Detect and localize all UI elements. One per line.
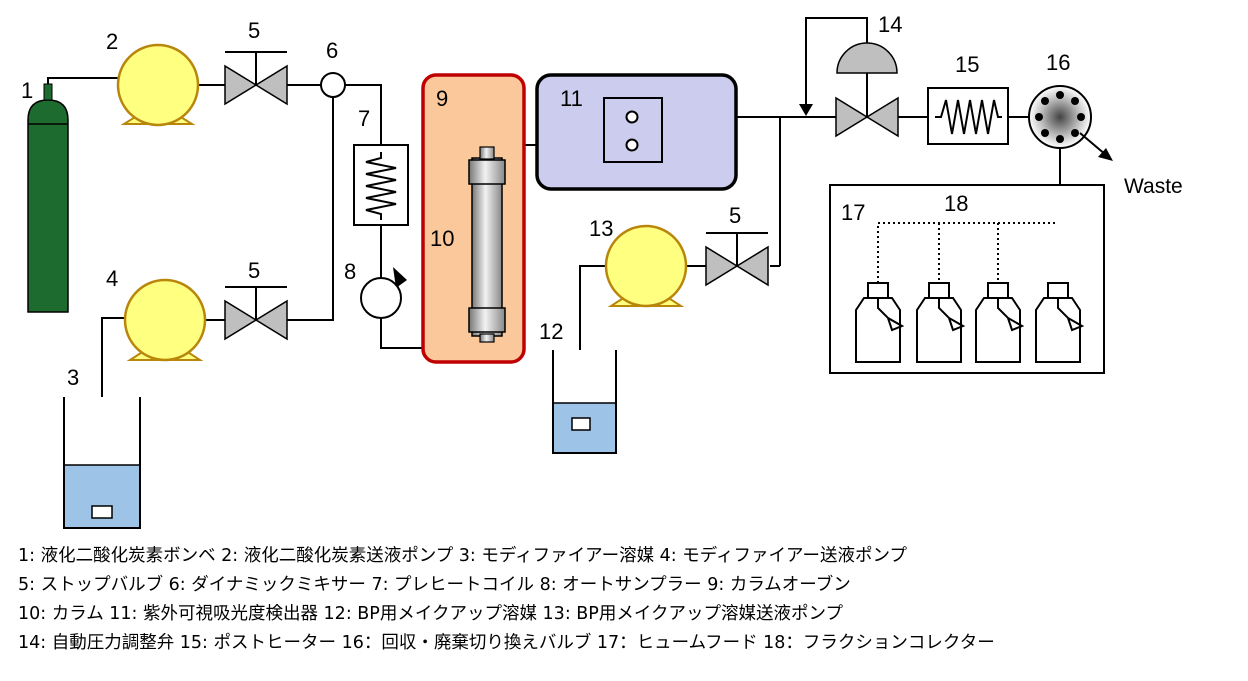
collection-bottle-icon (855, 282, 905, 363)
label-8: 8 (344, 259, 356, 284)
co2-pump-icon (116, 43, 200, 127)
legend-line-4: 14: 自動圧力調整弁 15: ポストヒーター 16：回収・廃棄切り換えバルブ … (18, 633, 995, 653)
dynamic-mixer-icon (320, 72, 346, 98)
label-5b: 5 (248, 258, 260, 283)
label-4: 4 (106, 266, 118, 291)
post-heater-icon (927, 87, 1009, 145)
legend-line-2: 5: ストップバルブ 6: ダイナミックミキサー 7: プレヒートコイル 8: … (18, 575, 851, 595)
fraction-collector (855, 282, 1085, 363)
waste-label: Waste (1124, 175, 1183, 198)
uv-detector (535, 73, 738, 191)
back-pressure-regulator-icon (835, 42, 899, 138)
label-17: 17 (841, 200, 865, 225)
modifier-reservoir (63, 397, 141, 529)
column-icon (468, 146, 506, 343)
legend: 1: 液化二酸化炭素ボンベ 2: 液化二酸化炭素送液ポンプ 3: モディファイア… (18, 542, 995, 658)
component-numbers: 1 2 5 6 7 9 10 8 4 5 3 11 13 5 12 14 15 … (21, 12, 1183, 390)
label-3: 3 (67, 365, 79, 390)
co2-cylinder (27, 83, 69, 313)
preheat-coil-icon (353, 144, 409, 226)
label-14: 14 (878, 12, 902, 37)
collection-bottle-icon (975, 282, 1025, 363)
flow-diagram: 1 2 5 6 7 9 10 8 4 5 3 11 13 5 12 14 15 … (21, 12, 1183, 529)
label-18: 18 (944, 191, 968, 216)
label-2: 2 (106, 29, 118, 54)
label-13: 13 (589, 216, 613, 241)
stop-valve-1-icon (224, 51, 288, 106)
label-1: 1 (21, 78, 33, 103)
stop-valve-2-icon (224, 286, 288, 341)
label-12: 12 (539, 319, 563, 344)
legend-line-1: 1: 液化二酸化炭素ボンベ 2: 液化二酸化炭素送液ポンプ 3: モディファイア… (18, 546, 907, 566)
collection-bottle-icon (916, 282, 966, 363)
waste-arrow-icon (1079, 132, 1113, 161)
label-10: 10 (430, 226, 454, 251)
label-7: 7 (358, 106, 370, 131)
switching-valve-icon (1028, 85, 1092, 149)
label-5a: 5 (248, 18, 260, 43)
label-6: 6 (326, 38, 338, 63)
flow-arrow-icon (799, 104, 813, 116)
autosampler-icon (360, 267, 407, 319)
makeup-pump-icon (604, 224, 688, 308)
modifier-pump-icon (123, 278, 207, 362)
legend-line-3: 10: カラム 11: 紫外可視吸光度検出器 12: BP用メイクアップ溶媒 1… (18, 604, 843, 624)
label-15: 15 (955, 52, 979, 77)
label-11: 11 (560, 86, 583, 111)
collection-bottle-icon (1035, 282, 1085, 363)
label-16: 16 (1046, 50, 1070, 75)
label-5c: 5 (729, 203, 741, 228)
makeup-reservoir (552, 350, 617, 454)
label-9: 9 (436, 86, 448, 111)
stop-valve-3-icon (705, 232, 769, 287)
